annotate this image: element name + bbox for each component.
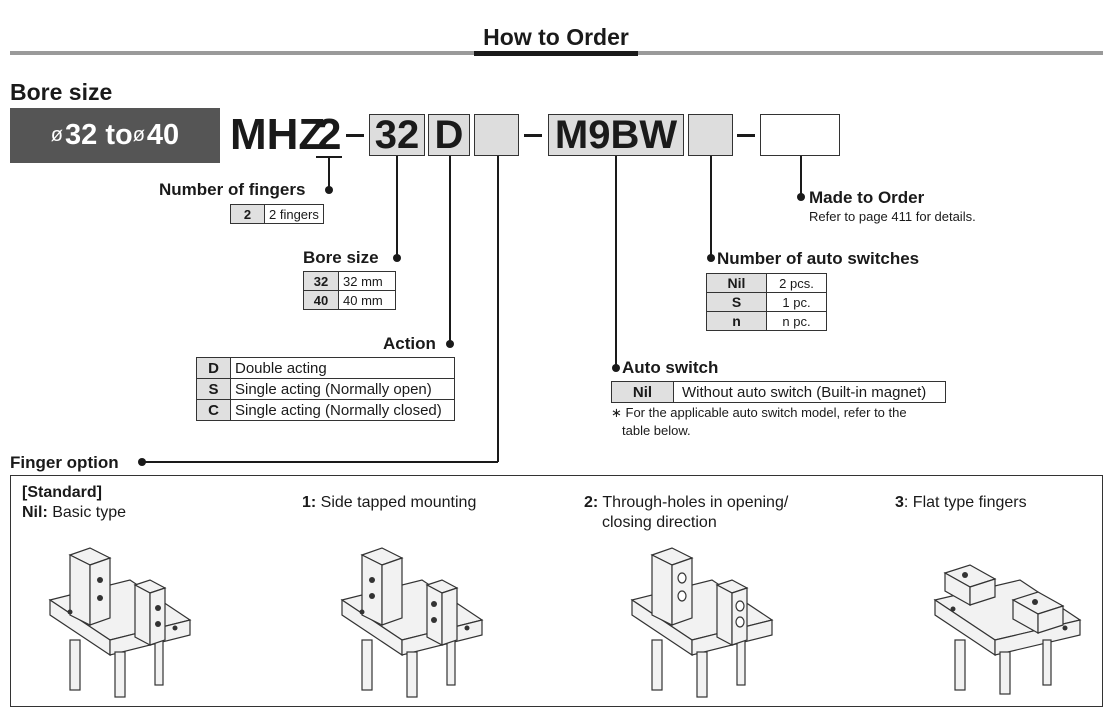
- diameter-symbol: ø: [50, 124, 64, 146]
- finger-option-label: Finger option: [10, 453, 119, 472]
- table-row: 40 40 mm: [303, 290, 396, 310]
- table-value: Double acting: [230, 357, 455, 379]
- auto-switch-note-1: ∗ For the applicable auto switch model, …: [611, 405, 907, 420]
- table-row: 2 2 fingers: [230, 204, 324, 224]
- code-dash-3: [737, 134, 755, 137]
- code-series: MHZ: [230, 110, 326, 159]
- action-label: Action: [383, 334, 436, 353]
- table-row: 32 32 mm: [303, 271, 396, 291]
- table-row: Nil 2 pcs.: [706, 273, 827, 293]
- option-3: 3: Flat type fingers: [895, 493, 1027, 513]
- option-key: 2:: [584, 494, 599, 511]
- table-row: S Single acting (Normally open): [196, 378, 455, 400]
- made-to-order-note: Refer to page 411 for details.: [809, 209, 976, 224]
- diameter-symbol-2: ø: [132, 124, 145, 146]
- table-value: 32 mm: [338, 271, 396, 291]
- table-key: C: [196, 399, 231, 421]
- code-finger-digit: 2: [317, 110, 342, 159]
- option-text: : Flat type fingers: [903, 494, 1027, 511]
- table-key: 2: [230, 204, 265, 224]
- table-key: S: [196, 378, 231, 400]
- auto-switch-label: Auto switch: [622, 358, 719, 377]
- table-row: n n pc.: [706, 311, 827, 331]
- table-value: 2 pcs.: [766, 273, 827, 293]
- switch-count-table: Nil 2 pcs. S 1 pc. n n pc.: [706, 273, 827, 331]
- bore-range-badge: ø 32 to ø 40: [10, 108, 220, 163]
- leader-fingers: [328, 158, 330, 190]
- bore-size-label: Bore size: [303, 248, 379, 267]
- option-key: 1:: [302, 494, 317, 511]
- table-key: Nil: [706, 273, 767, 293]
- bore-size-heading: Bore size: [10, 79, 113, 105]
- leader-dot-action: [446, 340, 454, 348]
- code-made-to-order-box: [760, 114, 840, 156]
- code-auto-switch-box: M9BW: [548, 114, 684, 156]
- fingers-table: 2 2 fingers: [230, 204, 324, 224]
- code-bore-box: 32: [369, 114, 425, 156]
- gripper-through-holes-illustration: [630, 547, 774, 698]
- table-key: S: [706, 292, 767, 312]
- page-title: How to Order: [483, 24, 629, 50]
- leader-dot-switch-count: [707, 254, 715, 262]
- leader-finger-option: [497, 156, 499, 462]
- gripper-side-tapped-illustration: [340, 547, 484, 698]
- bore-range-start: 32 to: [65, 119, 133, 151]
- code-finger-option-box: [474, 114, 519, 156]
- standard-tag: [Standard]: [22, 484, 102, 501]
- option-1: 1: Side tapped mounting: [302, 493, 476, 513]
- table-row: Nil Without auto switch (Built-in magnet…: [611, 381, 946, 403]
- option-key: Nil:: [22, 504, 48, 521]
- table-value: 40 mm: [338, 290, 396, 310]
- table-row: S 1 pc.: [706, 292, 827, 312]
- table-value: Single acting (Normally open): [230, 378, 455, 400]
- code-switch-count-box: [688, 114, 733, 156]
- option-standard: [Standard] Nil: Basic type: [22, 483, 126, 523]
- bore-size-table: 32 32 mm 40 40 mm: [303, 271, 396, 310]
- header-title-underline: [474, 51, 638, 56]
- leader-dot-made-to-order: [797, 193, 805, 201]
- gripper-flat-fingers-illustration: [933, 564, 1082, 695]
- leader-finger-option-h: [145, 461, 498, 463]
- code-action-box: D: [428, 114, 470, 156]
- finger-option-panel: [10, 475, 1103, 707]
- option-text: Through-holes in opening/: [598, 494, 789, 511]
- action-table: D Double acting S Single acting (Normall…: [196, 357, 455, 421]
- leader-dot-fingers: [325, 186, 333, 194]
- leader-dot-bore: [393, 254, 401, 262]
- table-key: 40: [303, 290, 339, 310]
- switch-count-label: Number of auto switches: [717, 249, 920, 268]
- table-key: n: [706, 311, 767, 331]
- auto-switch-note-2: table below.: [622, 423, 691, 438]
- table-key: Nil: [611, 381, 674, 403]
- option-text: Basic type: [47, 504, 127, 521]
- code-dash-2: [524, 134, 542, 137]
- option-2: 2: Through-holes in opening/ closing dir…: [584, 493, 788, 533]
- table-row: C Single acting (Normally closed): [196, 399, 455, 421]
- table-value: n pc.: [766, 311, 827, 331]
- table-value: Single acting (Normally closed): [230, 399, 455, 421]
- leader-made-to-order: [800, 156, 802, 197]
- option-text-2: closing direction: [602, 514, 717, 531]
- leader-auto-switch: [615, 156, 617, 367]
- table-value: Without auto switch (Built-in magnet): [673, 381, 946, 403]
- made-to-order-label: Made to Order: [809, 188, 925, 207]
- table-value: 2 fingers: [264, 204, 324, 224]
- gripper-basic-illustration: [48, 547, 192, 698]
- table-key: 32: [303, 271, 339, 291]
- code-dash-1: [346, 134, 364, 137]
- table-key: D: [196, 357, 231, 379]
- table-value: 1 pc.: [766, 292, 827, 312]
- option-key: 3: [895, 494, 904, 511]
- bore-range-end: 40: [146, 119, 180, 151]
- leader-bore: [396, 156, 398, 257]
- leader-dot-auto-switch: [612, 364, 620, 372]
- table-row: D Double acting: [196, 357, 455, 379]
- auto-switch-table: Nil Without auto switch (Built-in magnet…: [611, 381, 946, 403]
- digit-underline: [316, 156, 342, 158]
- option-text: Side tapped mounting: [316, 494, 477, 511]
- leader-dot-finger-option: [138, 458, 146, 466]
- leader-action: [449, 156, 451, 344]
- leader-switch-count: [710, 156, 712, 258]
- fingers-label: Number of fingers: [159, 180, 306, 199]
